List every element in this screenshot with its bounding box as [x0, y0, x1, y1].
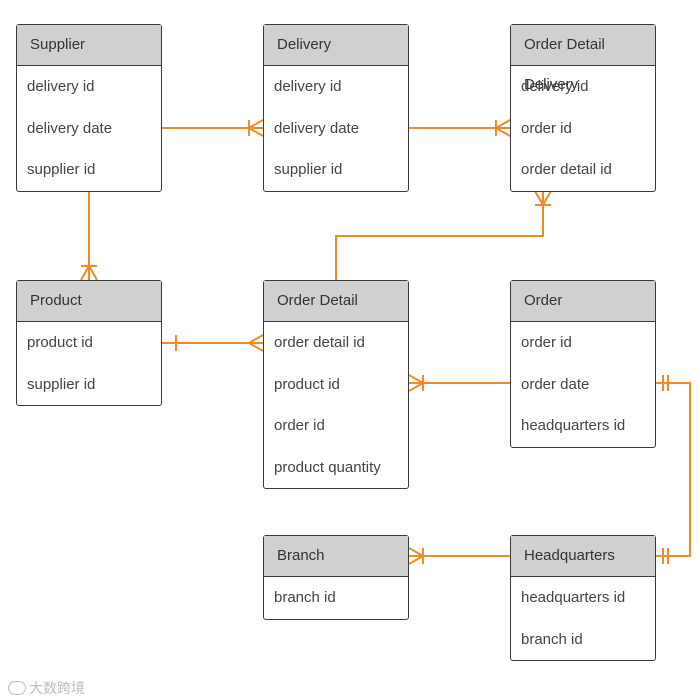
field-supplier-id: supplier id — [27, 161, 96, 178]
entity-branch[interactable]: Branch branch id — [263, 535, 409, 620]
field-headquarters-id: headquarters id — [521, 589, 626, 606]
entity-title: Order Detail Delivery — [511, 25, 655, 93]
field-branch-id: branch id — [521, 630, 583, 648]
field-delivery-date: delivery date — [274, 119, 360, 137]
crows-foot-icon — [80, 263, 98, 281]
entity-title: Headquarters — [511, 536, 655, 577]
watermark: 大数跨境 — [8, 678, 85, 698]
double-bar-icon — [662, 375, 669, 391]
field-order-detail-id: order detail id — [521, 161, 612, 178]
relationship-order-headquarters — [656, 382, 691, 557]
field-delivery-id: delivery id — [27, 78, 95, 95]
crows-foot-icon — [493, 119, 511, 137]
entity-title: Delivery — [264, 25, 408, 66]
field-branch-id: branch id — [274, 589, 336, 606]
entity-title: Product — [17, 281, 161, 322]
entity-order[interactable]: Order order id order date headquarters i… — [510, 280, 656, 448]
chat-bubble-icon — [8, 681, 26, 695]
entity-title: Branch — [264, 536, 408, 577]
field-delivery-date: delivery date — [27, 119, 113, 137]
field-order-detail-id: order detail id — [274, 334, 365, 351]
entity-order-detail-delivery[interactable]: Order Detail Delivery delivery id order … — [510, 24, 656, 192]
entity-title: Order — [511, 281, 655, 322]
crows-foot-icon — [408, 547, 426, 565]
field-supplier-id: supplier id — [27, 375, 96, 393]
watermark-text: 大数跨境 — [29, 680, 85, 696]
field-product-id: product id — [274, 375, 340, 393]
entity-product[interactable]: Product product id supplier id — [16, 280, 162, 406]
entity-delivery[interactable]: Delivery delivery id delivery date suppl… — [263, 24, 409, 192]
entity-headquarters[interactable]: Headquarters headquarters id branch id — [510, 535, 656, 661]
entity-supplier[interactable]: Supplier delivery id delivery date suppl… — [16, 24, 162, 192]
crows-foot-icon — [534, 190, 552, 208]
crows-foot-icon — [246, 334, 264, 352]
field-delivery-id: delivery id — [521, 78, 589, 95]
relationship-order-detail-order-detail-delivery — [335, 191, 544, 280]
entity-title: Order Detail — [264, 281, 408, 322]
field-headquarters-id: headquarters id — [521, 417, 626, 434]
field-delivery-id: delivery id — [274, 78, 342, 95]
crows-foot-icon — [246, 119, 264, 137]
field-order-id: order id — [521, 334, 572, 351]
crows-foot-icon — [408, 374, 426, 392]
double-bar-icon — [662, 548, 669, 564]
entity-order-detail[interactable]: Order Detail order detail id product id … — [263, 280, 409, 489]
field-order-id: order id — [521, 119, 572, 137]
field-order-id: order id — [274, 417, 325, 434]
field-supplier-id: supplier id — [274, 161, 343, 178]
field-product-quantity: product quantity — [274, 458, 381, 476]
field-order-date: order date — [521, 375, 590, 393]
entity-title: Supplier — [17, 25, 161, 66]
field-product-id: product id — [27, 334, 93, 351]
